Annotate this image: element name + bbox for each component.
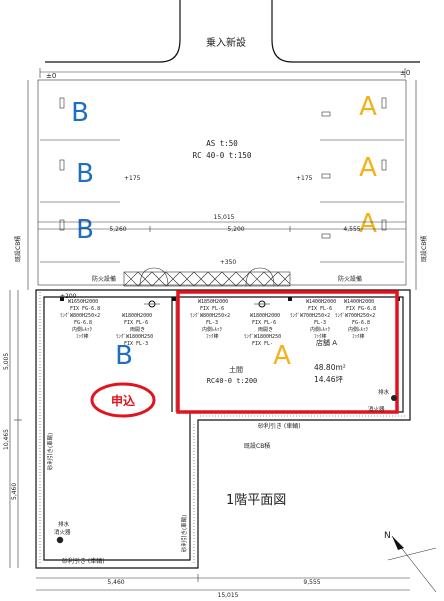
dim-v-total: 10,465	[3, 429, 10, 450]
win-1-l4: FG-6.8	[74, 320, 92, 326]
win-5-l5: 内側ﾚﾙｯｸ	[310, 326, 331, 333]
win-1-l2: FIX FG-6.8	[70, 306, 100, 312]
win-2-l2: FIX FL-6	[124, 320, 148, 326]
unit-labels: B A 店舗 A 48.80m² 14.46坪 土間 RC40-0 t:200	[115, 338, 346, 385]
win-1-l1: W1650H2000	[68, 299, 98, 305]
level-175-left: +175	[124, 175, 141, 182]
fire-equipment-right: 防火設備	[338, 275, 362, 283]
drain-right-marker	[391, 395, 397, 401]
hydrant-left-marker	[56, 536, 64, 544]
win-3-l1: W1850H2000	[198, 299, 228, 305]
boundary-left: 既設CB積	[14, 236, 22, 262]
road-area: 乗入新設 ±0 ±0	[39, 0, 420, 80]
win-3-l5: 内側ﾚﾙｯｸ	[202, 326, 223, 333]
win-1-l5: 内側ﾚﾙｯｸ	[72, 326, 93, 333]
win-2-l5: FIX FL-3	[124, 341, 148, 347]
store-a-highlight-box	[176, 290, 399, 414]
win-6-l5: 内側ﾚﾙｯｸ	[348, 326, 369, 333]
plan-title: 1階平面図	[226, 493, 286, 508]
windows: W1650H2000 FIX FG-6.8 ﾗﾝｸﾞW800H250×2 FG-…	[60, 299, 376, 347]
application-mark: 申込	[90, 382, 156, 418]
win-3-l3: ﾗﾝｸﾞW800H250×2	[190, 312, 230, 319]
floor-type: 土間	[229, 365, 243, 374]
win-5-l6: ﾌｯｸ棒	[314, 333, 327, 340]
dim-bottom-left: 5,460	[107, 579, 124, 586]
win-4-l4: ﾗﾝｸﾞW1800H250	[244, 333, 281, 340]
win-6-l6: ﾌｯｸ棒	[352, 333, 365, 340]
gravel-vertical-right: 砂利引き(車輌)	[180, 515, 188, 552]
dim-bottom-total: 15,015	[218, 592, 239, 599]
gravel-vertical-left: 砂利引き(車輌)	[46, 433, 54, 470]
win-4-l5: FIX FL-	[252, 341, 273, 347]
win-1-l6: ﾌｯｸ棒	[76, 333, 89, 340]
parking-a-2: A	[359, 153, 377, 183]
level-175-right: +175	[296, 175, 313, 182]
gravel-label-bottom: 砂利引き (車輌)	[62, 557, 105, 565]
win-5-l3: ﾗﾝｸﾞW700H250×2	[290, 312, 330, 319]
parking-a-3: A	[359, 209, 377, 239]
dim-parking-right: 4,555	[343, 226, 360, 233]
gravel-label: 砂利引き (車輌)	[258, 422, 301, 430]
entrance-step: 防火設備 防火設備	[92, 267, 362, 287]
north-mark: N	[384, 531, 391, 541]
unit-a-label: A	[273, 341, 291, 371]
parking-area: B B B A A A AS t:50 RC 40-0 t:150 +175 +…	[14, 79, 428, 290]
win-3-l2: FIX FL-6	[200, 306, 224, 312]
win-3-l4: FL-3	[206, 320, 218, 326]
win-2-l1: W1800H2000	[122, 313, 152, 319]
dim-v-bottom: 5,460	[11, 483, 18, 500]
win-2-l4: ﾗﾝｸﾞW1800H250	[116, 333, 153, 340]
boundary-right: 既設CB積	[420, 236, 428, 262]
store-area: 48.80m²	[314, 363, 346, 372]
dim-bottom-right: 9,555	[303, 579, 320, 586]
site-labels: 砂利引き (車輌) 砂利引き (車輌) 砂利引き(車輌) 砂利引き(車輌) 既設…	[3, 290, 410, 599]
win-1-l3: ﾗﾝｸﾞW800H250×2	[60, 312, 100, 319]
north-arrow: N	[384, 531, 437, 593]
win-4-l1: W1800H2000	[250, 313, 280, 319]
dim-v-top: 5,005	[3, 353, 10, 370]
unit-b-label: B	[115, 341, 133, 371]
parking-a-1: A	[359, 92, 377, 122]
win-5-l1: W1400H2000	[306, 299, 336, 305]
win-5-l4: FL-3	[314, 320, 326, 326]
level-350: +350	[220, 259, 237, 266]
win-3-l6: ﾌｯｸ棒	[206, 333, 219, 340]
rc-note: RC 40-0 t:150	[193, 151, 252, 160]
level-right: ±0	[400, 69, 410, 77]
dim-parking-left: 5,260	[109, 226, 126, 233]
win-6-l3: ﾗﾝｸﾞW700H250×2	[335, 312, 375, 319]
dim-parking-total: 15,015	[214, 214, 235, 221]
floor-spec: RC40-0 t:200	[207, 377, 258, 385]
dim-parking-mid: 5,200	[227, 226, 244, 233]
parking-b-2: B	[76, 159, 94, 189]
road-label: 乗入新設	[206, 36, 246, 49]
parking-b-1: B	[71, 98, 89, 128]
store-tsubo: 14.46坪	[314, 375, 343, 384]
parking-b-3: B	[76, 215, 94, 245]
level-200: +200	[60, 293, 77, 300]
drain-right: 排水	[378, 388, 390, 396]
win-6-l2: FIX FG-6.8	[346, 306, 376, 312]
store-title: 店舗 A	[316, 338, 337, 347]
hydrant-right: 消火器	[368, 405, 385, 413]
fire-equipment-left: 防火設備	[92, 275, 116, 283]
win-2-l3: 両開き	[130, 326, 145, 333]
win-5-l2: FIX FL-6	[308, 306, 332, 312]
win-6-l1: W1400H2000	[344, 299, 374, 305]
application-label: 申込	[111, 393, 135, 408]
hydrant-left: 消火器	[54, 528, 71, 536]
boundary-bottom: 既設CB積	[244, 442, 270, 450]
drain-left: 排水	[58, 520, 70, 528]
level-left: ±0	[46, 72, 56, 80]
win-6-l4: FG-6.8	[352, 320, 370, 326]
win-4-l3: 両開き	[258, 326, 273, 333]
win-4-l2: FIX FL-6	[252, 320, 276, 326]
as-note: AS t:50	[206, 139, 238, 148]
